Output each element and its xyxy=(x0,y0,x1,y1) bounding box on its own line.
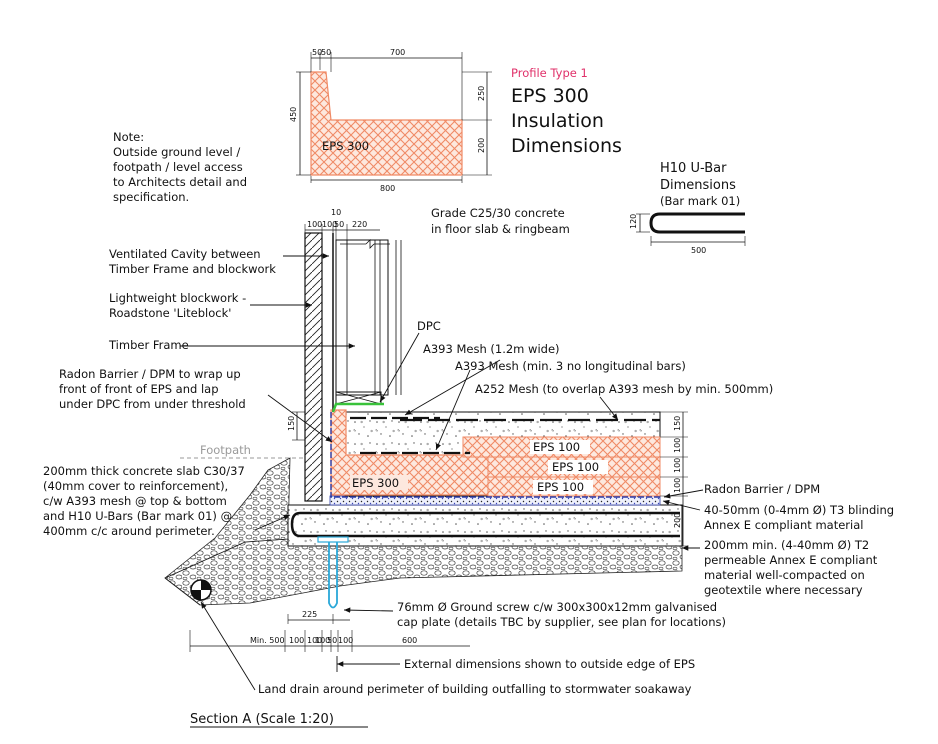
land-drain-pipe xyxy=(190,579,212,601)
a393-wide-label: A393 Mesh (1.2m wide) xyxy=(423,342,560,356)
slab-label-2: (40mm cover to reinforcement), xyxy=(43,479,228,493)
ubar-dim-120: 120 xyxy=(629,214,638,229)
ubar-diagram: H10 U-Bar Dimensions (Bar mark 01) 120 5… xyxy=(629,161,746,255)
right-dim-100a: 100 xyxy=(673,438,682,453)
section-eps100-label-2: EPS 100 xyxy=(552,460,599,474)
ground-screw xyxy=(317,536,349,609)
profile-dim-800: 800 xyxy=(380,184,395,193)
bottom-dim-100b: 100 xyxy=(307,636,322,645)
left-dim-150: 150 xyxy=(287,416,296,431)
permeable-label-2: permeable Annex E compliant xyxy=(704,553,878,567)
right-dim-200: 200 xyxy=(673,513,682,528)
slab-label-3: c/w A393 mesh @ top & bottom xyxy=(43,494,227,508)
profile-dim-200: 200 xyxy=(477,138,486,153)
slab-label-4: and H10 U-Bars (Bar mark 01) @ xyxy=(43,509,232,523)
right-dim-150: 150 xyxy=(673,416,682,431)
radon-label-2: front of front of EPS and lap xyxy=(59,382,219,396)
bottom-dim-50: 50 xyxy=(327,636,337,645)
profile-diagram: EPS 300 50 50 700 450 250 200 800 xyxy=(289,48,492,193)
section-eps300-label: EPS 300 xyxy=(352,476,399,490)
left-dim: 150 xyxy=(287,411,305,441)
blockwork-label-2: Roadstone 'Liteblock' xyxy=(109,306,231,320)
profile-dim-450: 450 xyxy=(289,107,298,122)
profile-dim-50b: 50 xyxy=(321,48,331,57)
cavity-label-1: Ventilated Cavity between xyxy=(109,247,261,261)
profile-dim-250: 250 xyxy=(477,86,486,101)
top-dim-220: 220 xyxy=(352,220,367,229)
radon-label-3: under DPC from under threshold xyxy=(59,397,246,411)
ubar-dim-500: 500 xyxy=(691,246,706,255)
bottom-dim-100d: 100 xyxy=(338,636,353,645)
concrete-grade-line-2: in floor slab & ringbeam xyxy=(431,222,570,236)
screw-label-1: 76mm Ø Ground screw c/w 300x300x12mm gal… xyxy=(397,600,717,614)
profile-dim-700: 700 xyxy=(390,48,405,57)
section-eps100-label-3: EPS 100 xyxy=(537,480,584,494)
a252-label: A252 Mesh (to overlap A393 mesh by min. … xyxy=(475,382,773,396)
note-line-4: to Architects detail and xyxy=(113,175,247,189)
ubar-title-line-2: Dimensions xyxy=(660,178,736,193)
bottom-dims: 225 Min. 500 100 100 100 50 100 600 xyxy=(189,610,470,652)
profile-dim-50a: 50 xyxy=(312,48,322,57)
ubar-shape xyxy=(649,212,745,234)
section-title: Section A (Scale 1:20) xyxy=(190,712,334,727)
eps300-profile-shape xyxy=(310,71,463,176)
bottom-dim-100c: 100 xyxy=(315,636,330,645)
timber-label: Timber Frame xyxy=(108,338,189,352)
dpc-label: DPC xyxy=(417,319,441,333)
dpc-line xyxy=(331,402,384,413)
right-dims: 150 100 100 100 200 xyxy=(660,411,688,547)
timber-frame xyxy=(335,239,389,396)
top-dim-10: 10 xyxy=(331,208,341,217)
top-dim-100b: 100 xyxy=(322,220,337,229)
bottom-dim-600: 600 xyxy=(402,636,417,645)
note-line-5: specification. xyxy=(113,190,189,204)
top-dim-50: 50 xyxy=(334,220,344,229)
right-dim-100b: 100 xyxy=(673,458,682,473)
a393-bars-label: A393 Mesh (min. 3 no longitudinal bars) xyxy=(455,359,686,373)
permeable-label-4: geotextile where necessary xyxy=(704,583,863,597)
footpath-label: Footpath xyxy=(200,443,251,457)
gravel-fill xyxy=(164,538,683,606)
right-radon-label: Radon Barrier / DPM xyxy=(704,482,820,496)
profile-title-line-2: Insulation xyxy=(511,110,604,132)
blinding-label-1: 40-50mm (0-4mm Ø) T3 blinding xyxy=(704,503,894,517)
profile-title-line-1: EPS 300 xyxy=(511,85,589,107)
permeable-label-3: material well-compacted on xyxy=(704,568,865,582)
note-line-3: footpath / level access xyxy=(113,160,243,174)
slab-label-1: 200mm thick concrete slab C30/37 xyxy=(43,464,245,478)
profile-type-label: Profile Type 1 xyxy=(511,66,588,80)
concrete-grade-line-1: Grade C25/30 concrete xyxy=(431,206,565,220)
note-line-1: Note: xyxy=(113,130,144,144)
blockwork-label-1: Lightweight blockwork - xyxy=(109,291,246,305)
blockwork-wall xyxy=(304,232,323,502)
note-block: Note: Outside ground level / footpath / … xyxy=(113,130,247,204)
right-dim-100c: 100 xyxy=(673,478,682,493)
land-drain-label: Land drain around perimeter of building … xyxy=(258,682,692,696)
ubar-subtitle: (Bar mark 01) xyxy=(660,194,740,208)
screw-label-2: cap plate (details TBC by supplier, see … xyxy=(397,615,726,629)
permeable-label-1: 200mm min. (4-40mm Ø) T2 xyxy=(704,538,869,552)
blinding-label-2: Annex E compliant material xyxy=(704,518,863,532)
radon-label-1: Radon Barrier / DPM to wrap up xyxy=(59,367,241,381)
note-line-2: Outside ground level / xyxy=(113,145,240,159)
cavity-label-2: Timber Frame and blockwork xyxy=(108,262,276,276)
section-eps100-label-1: EPS 100 xyxy=(533,440,580,454)
u-bar-in-slab xyxy=(290,511,680,538)
profile-eps-label: EPS 300 xyxy=(322,139,369,153)
soil-slope xyxy=(164,457,291,579)
bottom-dim-min500: Min. 500 xyxy=(250,636,285,645)
ubar-title-line-1: H10 U-Bar xyxy=(660,161,727,176)
slab-label-5: 400mm c/c around perimeter. xyxy=(43,524,215,538)
external-dims-label: External dimensions shown to outside edg… xyxy=(404,657,695,671)
profile-title-line-3: Dimensions xyxy=(511,135,622,157)
top-dim-100a: 100 xyxy=(307,220,322,229)
bottom-dim-225: 225 xyxy=(302,610,317,619)
bottom-dim-100a: 100 xyxy=(289,636,304,645)
leader-lines xyxy=(180,253,704,691)
